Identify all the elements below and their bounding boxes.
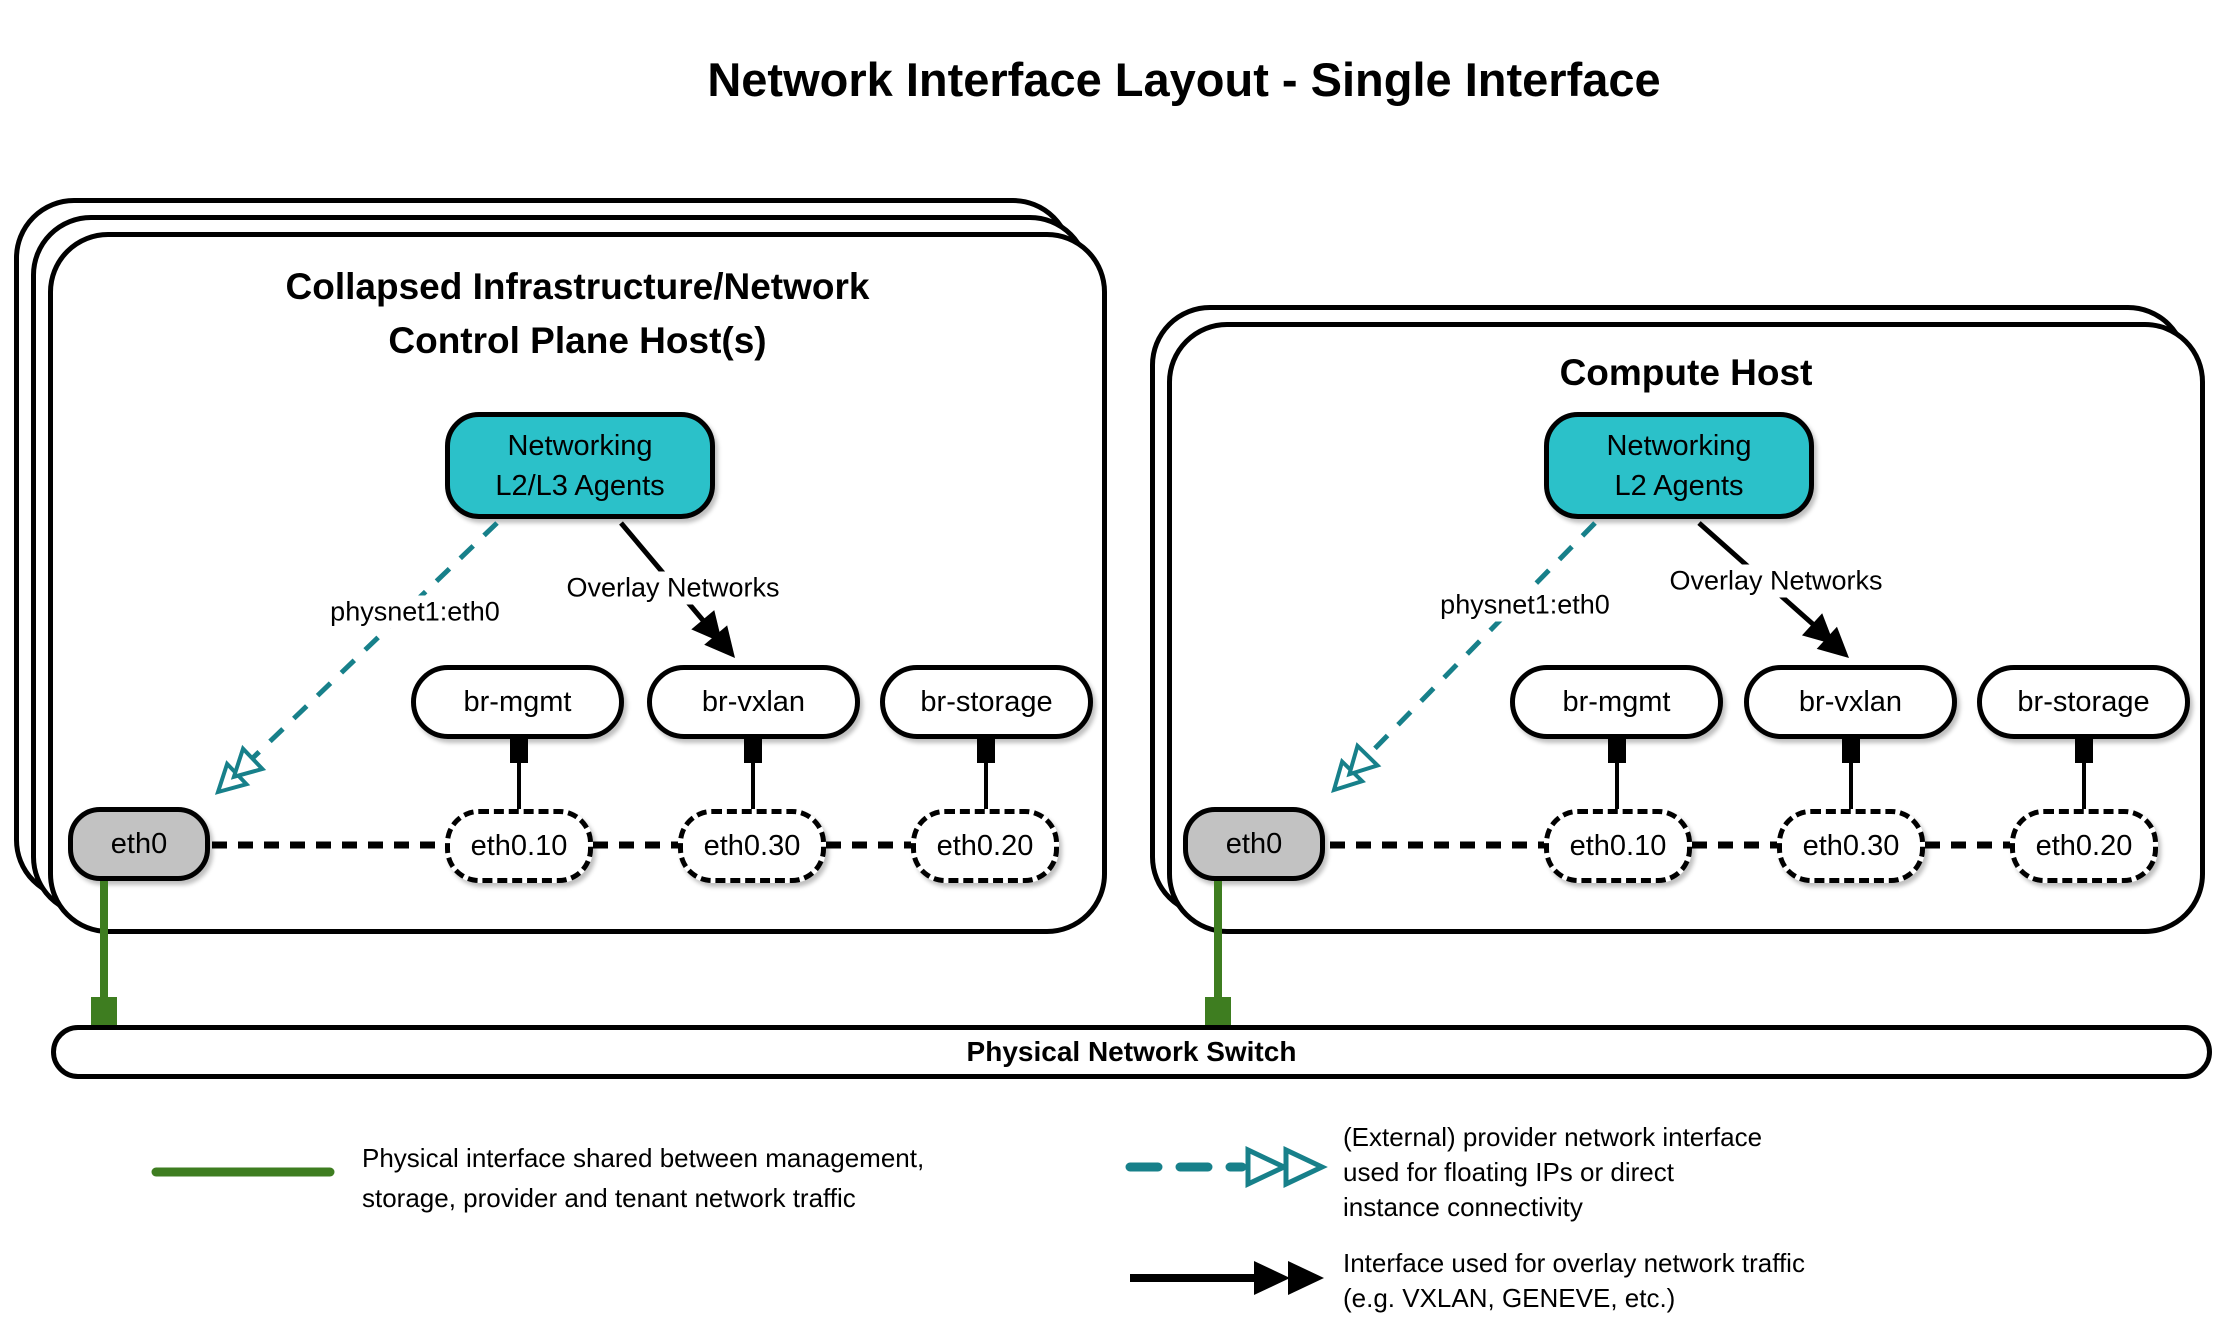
control-host-title-line2: Control Plane Host(s): [388, 320, 767, 361]
compute-subif-eth0-30: eth0.30: [1777, 809, 1925, 883]
legend-provider-line2: used for floating IPs or direct: [1343, 1157, 1674, 1187]
compute-bridge-connector-stubs: [1608, 735, 2093, 763]
compute-networking-agents-node: Networking L2 Agents: [1544, 412, 1814, 519]
compute-provider-arrow: [1331, 521, 1597, 794]
control-host-title: Collapsed Infrastructure/Network Control…: [48, 260, 1107, 368]
compute-agent-label-line1: Networking: [1606, 429, 1752, 462]
legend-overlay-arrow-key: [1130, 1261, 1324, 1295]
compute-eth0-node: eth0: [1183, 807, 1325, 881]
legend-overlay-line1: Interface used for overlay network traff…: [1343, 1248, 1805, 1278]
control-agent-label-line1: Networking: [507, 429, 653, 462]
legend-overlay-text: Interface used for overlay network traff…: [1343, 1246, 1805, 1316]
compute-bridge-br-mgmt: br-mgmt: [1510, 665, 1723, 739]
diagram-title: Network Interface Layout - Single Interf…: [707, 53, 1661, 106]
legend-provider-text: (External) provider network interface us…: [1343, 1120, 1762, 1225]
physical-network-switch: Physical Network Switch: [51, 1025, 2212, 1079]
control-provider-arrow-label: physnet1:eth0: [324, 595, 506, 629]
control-overlay-arrow-label: Overlay Networks: [560, 571, 786, 605]
switch-label: Physical Network Switch: [966, 1036, 1297, 1067]
control-subif-eth0-30: eth0.30: [678, 809, 826, 883]
control-subif-eth0-10: eth0.10: [445, 809, 593, 883]
control-provider-arrow: [214, 521, 499, 795]
compute-host-title: Compute Host: [1559, 352, 1813, 393]
control-bridge-br-storage: br-storage: [880, 665, 1093, 739]
compute-subif-eth0-10: eth0.10: [1544, 809, 1692, 883]
compute-physical-uplink: [1205, 881, 1231, 1025]
legend-physical-line2: storage, provider and tenant network tra…: [362, 1183, 856, 1213]
control-agent-label-line2: L2/L3 Agents: [495, 469, 665, 502]
control-networking-agents-node: Networking L2/L3 Agents: [445, 412, 715, 519]
legend-physical-text: Physical interface shared between manage…: [362, 1138, 924, 1218]
control-subif-eth0-20: eth0.20: [911, 809, 1059, 883]
legend-physical-line1: Physical interface shared between manage…: [362, 1143, 925, 1173]
legend-provider-arrow-key: [1125, 1146, 1328, 1188]
legend-overlay-line2: (e.g. VXLAN, GENEVE, etc.): [1343, 1283, 1676, 1313]
compute-provider-arrow-label: physnet1:eth0: [1434, 588, 1616, 622]
legend-provider-line1: (External) provider network interface: [1343, 1122, 1763, 1152]
control-host-title-line1: Collapsed Infrastructure/Network: [285, 266, 870, 307]
compute-agent-label-line2: L2 Agents: [1614, 469, 1744, 502]
legend-provider-line3: instance connectivity: [1343, 1192, 1583, 1222]
control-eth0-node: eth0: [68, 807, 210, 881]
compute-overlay-arrow-label: Overlay Networks: [1663, 564, 1889, 598]
compute-subif-eth0-20: eth0.20: [2010, 809, 2158, 883]
control-physical-uplink: [91, 881, 117, 1025]
control-bridge-connector-stubs: [510, 735, 995, 763]
